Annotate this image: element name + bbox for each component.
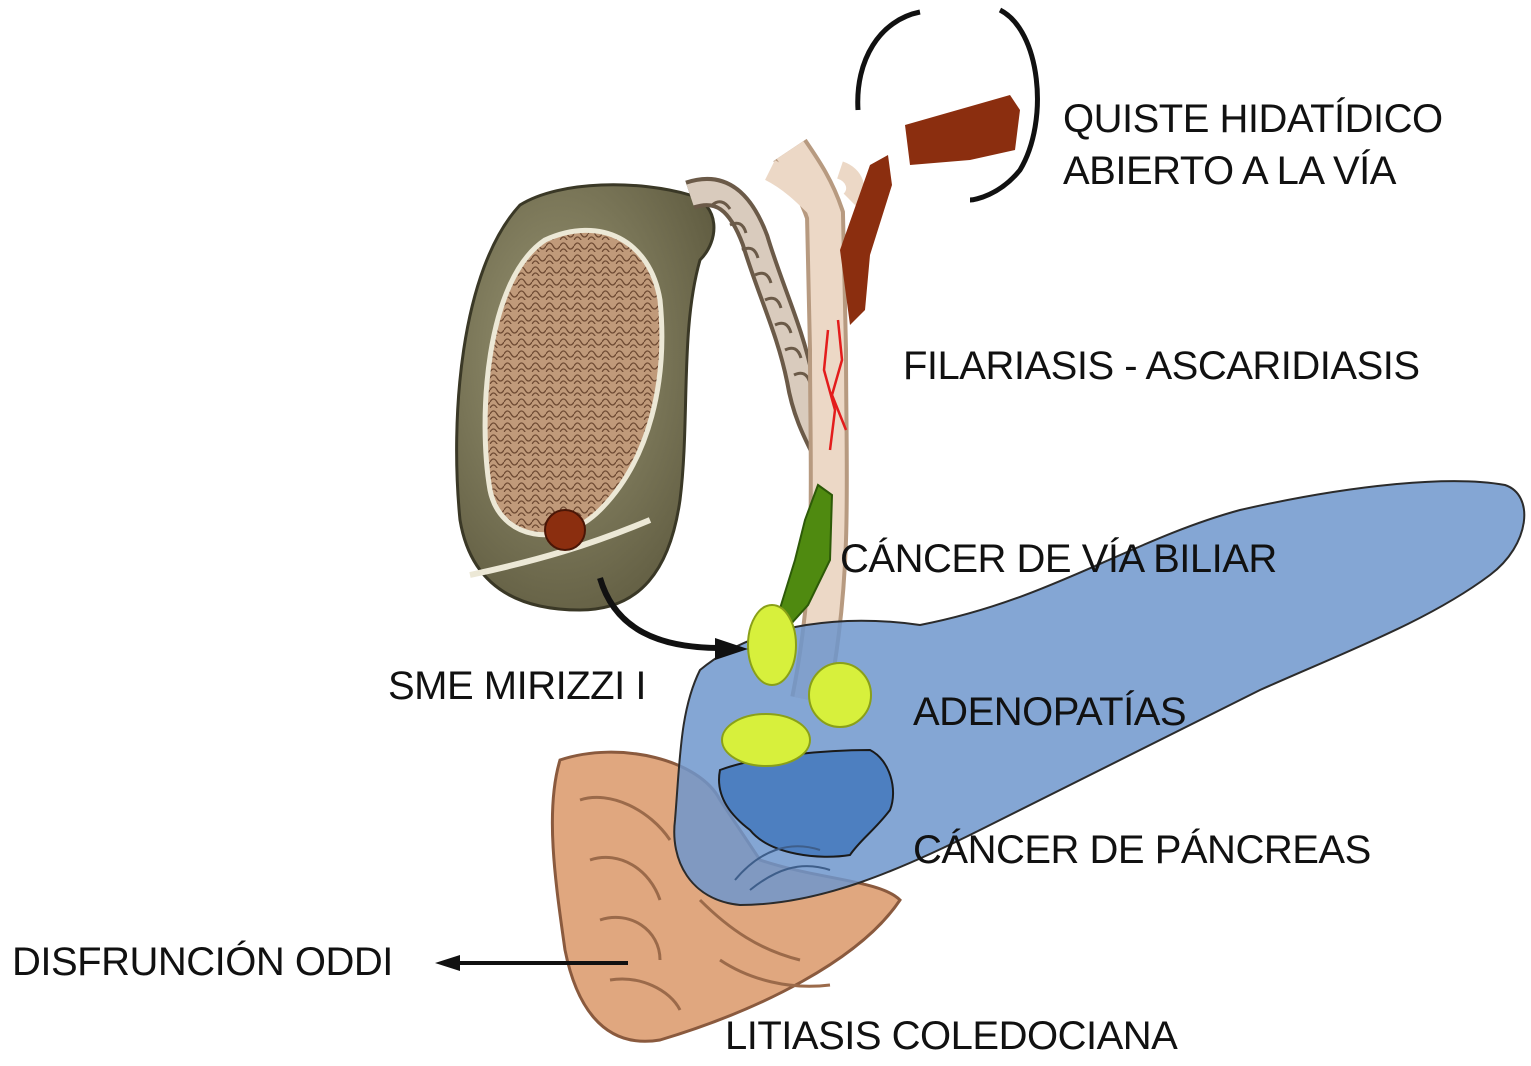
label-cancer-via-biliar: CÁNCER DE VÍA BILIAR bbox=[840, 535, 1277, 583]
label-sme-mirizzi: SME MIRIZZI I bbox=[388, 662, 646, 710]
lymph-node bbox=[748, 605, 796, 685]
lymph-node bbox=[809, 663, 871, 727]
label-adenopatias: ADENOPATÍAS bbox=[913, 688, 1186, 736]
label-litiasis-coledociana: LITIASIS COLEDOCIANA bbox=[725, 1012, 1177, 1060]
gallstone bbox=[545, 510, 585, 550]
lymph-node bbox=[722, 714, 810, 766]
label-disfruncion-oddi: DISFRUNCIÓN ODDI bbox=[12, 938, 393, 986]
hydatid-cyst bbox=[840, 10, 1037, 325]
label-cancer-pancreas: CÁNCER DE PÁNCREAS bbox=[913, 826, 1371, 874]
label-quiste-line2: ABIERTO A LA VÍA bbox=[1063, 147, 1396, 195]
label-filariasis: FILARIASIS - ASCARIDIASIS bbox=[903, 342, 1420, 390]
cyst-bracket-left bbox=[858, 12, 920, 110]
label-quiste-line1: QUISTE HIDATÍDICO bbox=[1063, 95, 1443, 143]
gallbladder bbox=[457, 185, 714, 610]
